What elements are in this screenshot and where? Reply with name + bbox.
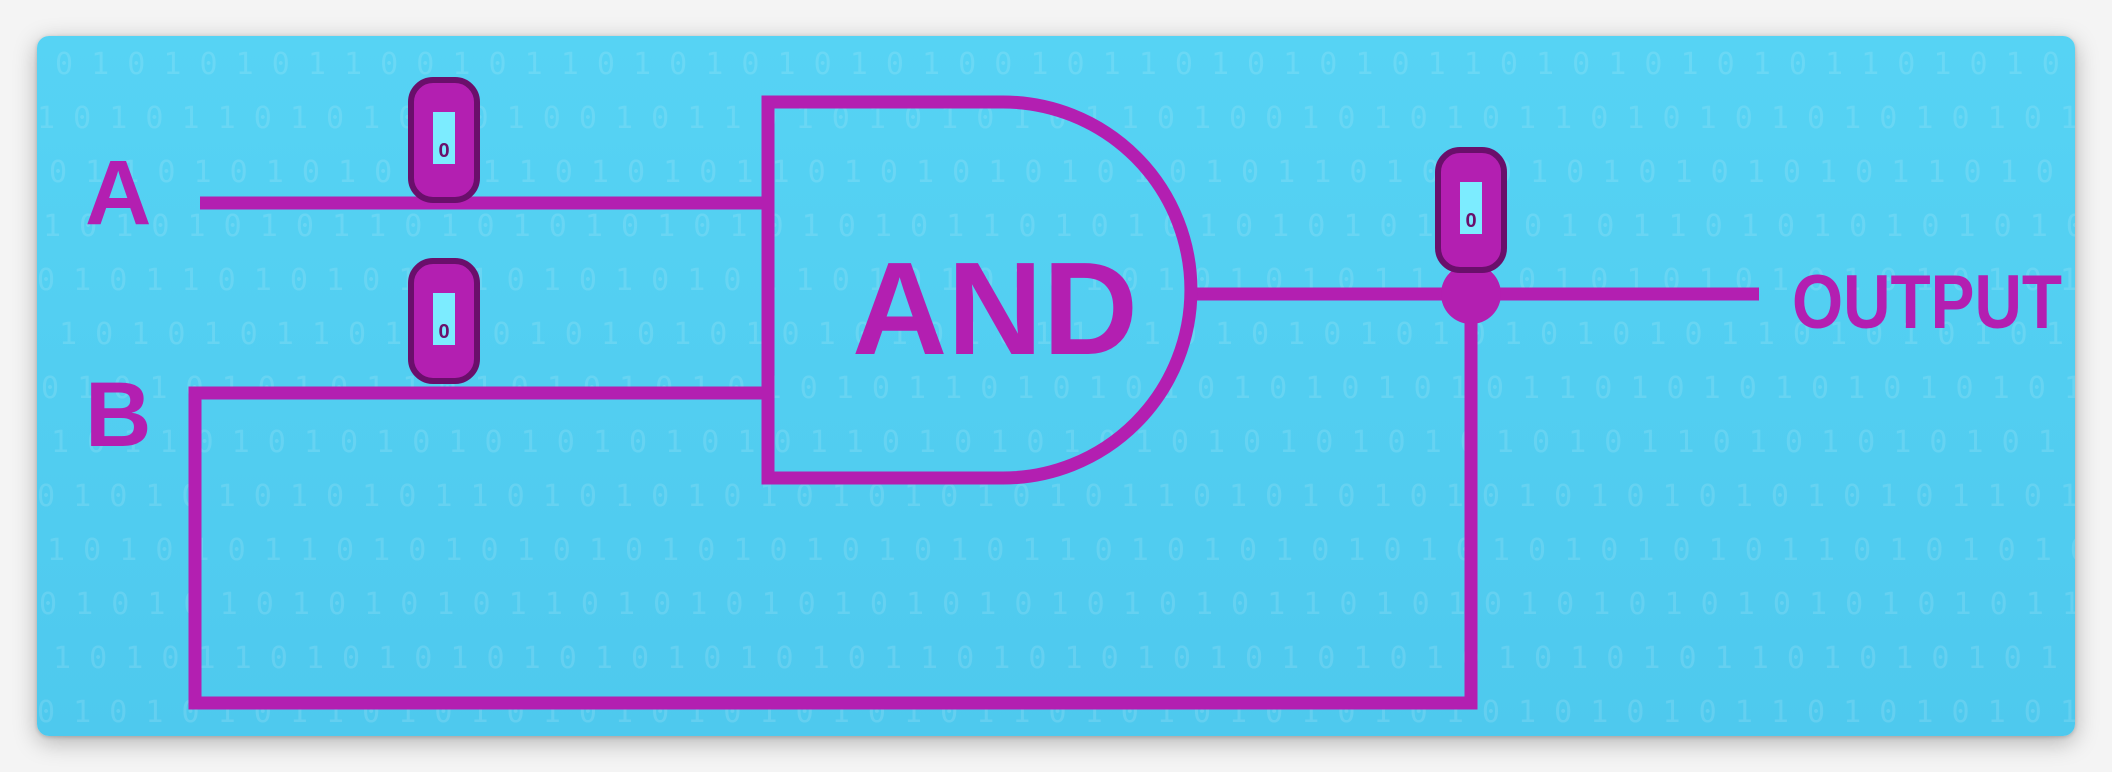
and-gate-diagram-panel: 0 1 0 1 0 1 0 1 1 0 0 1 0 1 1 0 1 0 1 0 … — [37, 36, 2075, 736]
wire-junction-dot — [1441, 264, 1501, 324]
output-label: OUTPUT — [1792, 260, 2062, 345]
svg-text:1 0 1 0 1 0 1 0 1 1 0 1 0 1 0: 1 0 1 0 1 0 1 0 1 1 0 1 0 1 0 1 0 1 0 1 … — [43, 209, 2075, 244]
input-b-feedback-wire — [188, 294, 1478, 710]
svg-text:0 1 0 1 0 1 0 1 0 1 0 1 0 1 1: 0 1 0 1 0 1 0 1 0 1 0 1 0 1 1 0 1 0 1 0 … — [39, 587, 2075, 622]
input-a-value-badge: 0 — [408, 77, 480, 203]
diagram-background — [37, 36, 2075, 736]
svg-text:1 0 1 0 1 0 1 1 0 1 0 1 0 1 0: 1 0 1 0 1 0 1 1 0 1 0 1 0 1 0 1 0 1 0 1 … — [47, 533, 2075, 568]
output-value-badge: 0 — [1435, 147, 1507, 273]
output-value: 0 — [1465, 210, 1476, 232]
input-b-label: B — [85, 364, 151, 466]
svg-text:0 1 0 1 0 1 0 1 1 0 0 1 0 1 1: 0 1 0 1 0 1 0 1 1 0 0 1 0 1 1 0 1 0 1 0 … — [55, 47, 2075, 82]
svg-text:1 0 1 1 0 1 0 1 0 1 0 1 0 1 0: 1 0 1 1 0 1 0 1 0 1 0 1 0 1 0 1 0 1 0 1 … — [51, 425, 2075, 460]
svg-text:1 0 1 0 1 1 0 1 0 1 0 1 0 1 0: 1 0 1 0 1 1 0 1 0 1 0 1 0 1 0 1 0 1 0 1 … — [53, 641, 2075, 676]
svg-text:0 1 1 0 1 0 1 0 1 0 1 0 1 1 0: 0 1 1 0 1 0 1 0 1 0 1 0 1 1 0 1 0 1 0 1 … — [49, 155, 2075, 190]
input-a-label: A — [85, 142, 151, 244]
input-b-value: 0 — [438, 321, 449, 343]
input-a-value: 0 — [438, 140, 449, 162]
svg-text:1 0 1 0 1 0 1 1 0 1 0 1 0 1 0: 1 0 1 0 1 0 1 1 0 1 0 1 0 1 0 1 0 1 0 1 … — [59, 317, 2075, 352]
input-b-value-badge: 0 — [408, 258, 480, 384]
and-gate-circuit-diagram: 0 1 0 1 0 1 0 1 1 0 0 1 0 1 1 0 1 0 1 0 … — [37, 36, 2075, 736]
gate-label: AND — [852, 235, 1138, 382]
binary-background-pattern: 0 1 0 1 0 1 0 1 1 0 0 1 0 1 1 0 1 0 1 0 … — [37, 47, 2075, 730]
and-gate-body — [761, 95, 1198, 485]
svg-text:0 1 0 1 0 1 0 1 0 1 0 1 1 0 1: 0 1 0 1 0 1 0 1 0 1 0 1 1 0 1 0 1 0 1 0 … — [37, 479, 2075, 514]
